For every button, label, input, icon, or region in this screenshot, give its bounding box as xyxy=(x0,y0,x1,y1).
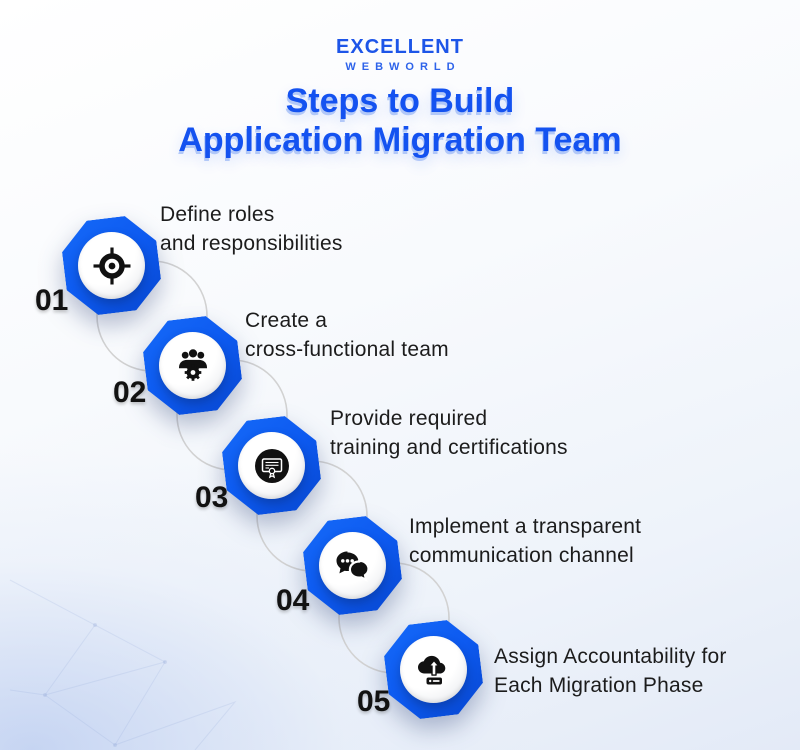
step-5-badge xyxy=(386,622,481,717)
cloud-upload-icon xyxy=(417,655,445,684)
step-5-number: 05 xyxy=(357,685,391,718)
page-title-line2: Application Migration Team xyxy=(178,121,622,159)
certificate-icon xyxy=(254,448,289,483)
page-title: Steps to Build Application Migration Tea… xyxy=(0,82,800,160)
step-2-number: 02 xyxy=(113,376,147,409)
step-3-badge xyxy=(224,418,319,513)
step-2-label: Create a cross-functional team xyxy=(245,306,449,364)
step-1-badge xyxy=(64,218,159,313)
step-5-label: Assign Accountability for Each Migration… xyxy=(494,642,727,700)
step-4-badge xyxy=(305,518,400,613)
brand-logo-secondary: WEBWORLD xyxy=(345,61,461,73)
step-2-label-line2: cross-functional team xyxy=(245,338,449,361)
step-3-label-line1: Provide required xyxy=(330,407,488,430)
target-icon xyxy=(93,247,130,284)
step-2-badge xyxy=(145,318,240,413)
step-5-label-line2: Each Migration Phase xyxy=(494,674,704,697)
team-gear-icon xyxy=(178,348,207,381)
mesh-dots xyxy=(43,623,167,747)
step-4-label-line1: Implement a transparent xyxy=(409,515,642,538)
brand-logo: EXCELLENT WEBWORLD xyxy=(0,36,800,73)
step-3-number: 03 xyxy=(195,481,229,514)
step-5-label-line1: Assign Accountability for xyxy=(494,645,727,668)
page-title-line1: Steps to Build xyxy=(285,82,515,120)
step-3-label: Provide required training and certificat… xyxy=(330,404,568,462)
step-1-label: Define roles and responsibilities xyxy=(160,200,343,258)
mesh-lines xyxy=(9,579,237,750)
step-1-number: 01 xyxy=(35,284,69,317)
step-1-label-line1: Define roles xyxy=(160,203,275,226)
step-4-number: 04 xyxy=(276,584,310,617)
step-4-label-line2: communication channel xyxy=(409,544,634,567)
step-4-label: Implement a transparent communication ch… xyxy=(409,512,641,570)
step-2-label-line1: Create a xyxy=(245,309,328,332)
brand-logo-primary: EXCELLENT xyxy=(336,36,464,58)
chat-bubbles-icon xyxy=(336,551,370,582)
step-1-label-line2: and responsibilities xyxy=(160,232,343,255)
step-3-label-line2: training and certifications xyxy=(330,436,568,459)
